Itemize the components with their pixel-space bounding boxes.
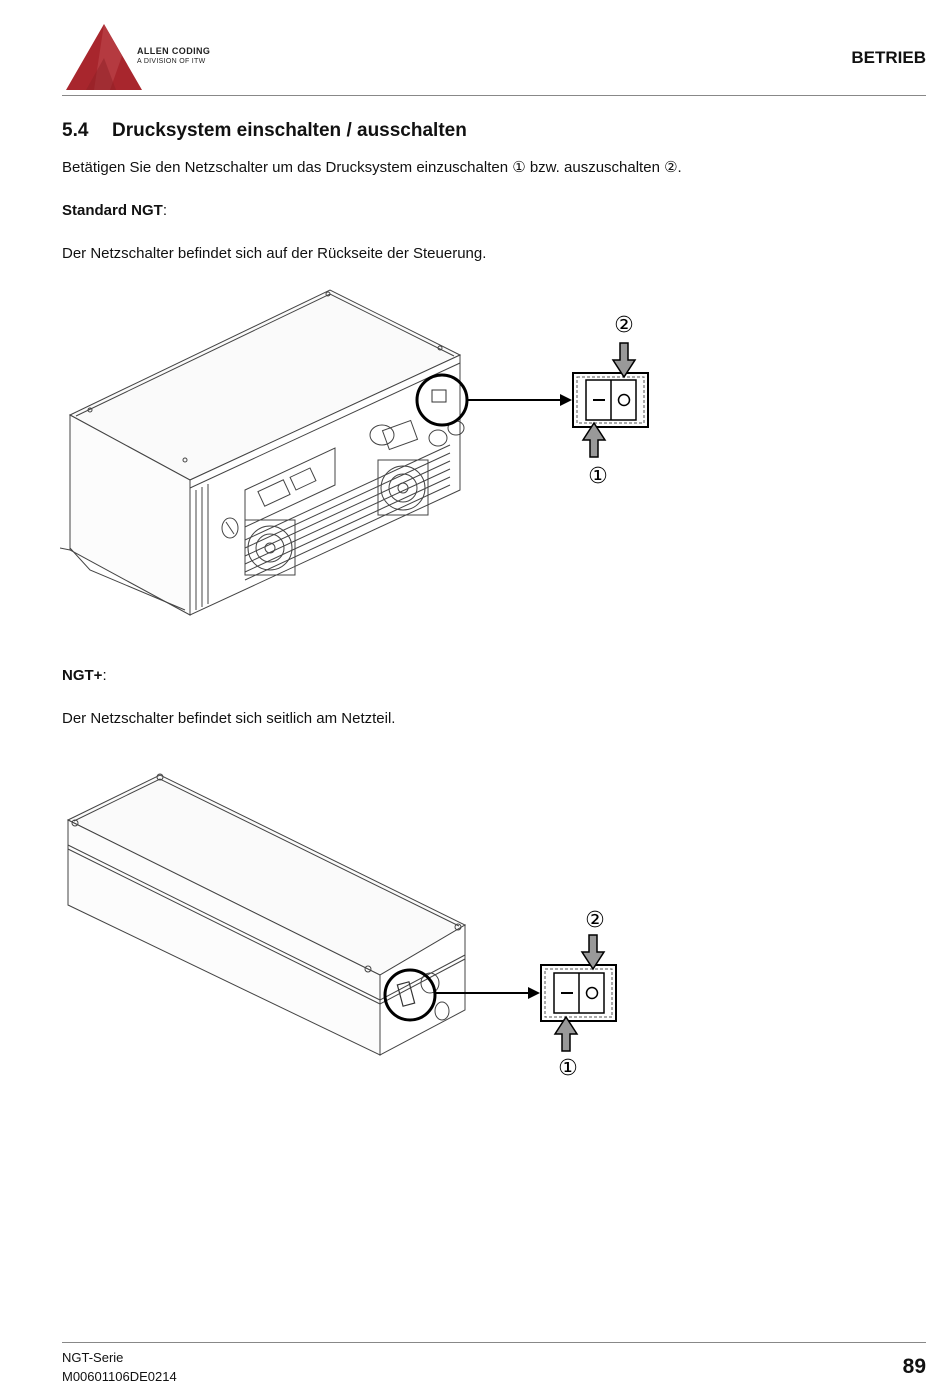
figure1-marker-off: ② [614,313,634,338]
footer-doc-id: M00601106DE0214 [62,1369,177,1384]
intro-paragraph: Betätigen Sie den Netzschalter um das Dr… [62,159,682,176]
ngt-plus-text: Der Netzschalter befindet sich seitlich … [62,710,396,727]
allen-coding-logo-icon [66,24,142,90]
figure1-marker-on: ① [588,464,608,489]
header-divider [62,95,926,96]
ngt-plus-power-supply-figure: ② ① [66,773,617,1081]
standard-ngt-controller-figure: ② ① [60,289,649,616]
brand-subtitle: A DIVISION OF ITW [137,58,206,65]
figure2-marker-off: ② [585,908,605,933]
chapter-title: BETRIEB [851,48,926,67]
standard-ngt-text: Der Netzschalter befindet sich auf der R… [62,245,487,262]
figure2-marker-on: ① [558,1056,578,1081]
section-title: Drucksystem einschalten / ausschalten [112,120,467,141]
section-number: 5.4 [62,120,89,141]
brand-name: ALLEN CODING [137,46,211,56]
footer-series: NGT-Serie [62,1350,124,1365]
ngt-plus-label: NGT+: [62,667,107,684]
standard-ngt-label: Standard NGT: [62,202,168,219]
page-number: 89 [902,1355,926,1378]
footer-divider [62,1342,926,1343]
